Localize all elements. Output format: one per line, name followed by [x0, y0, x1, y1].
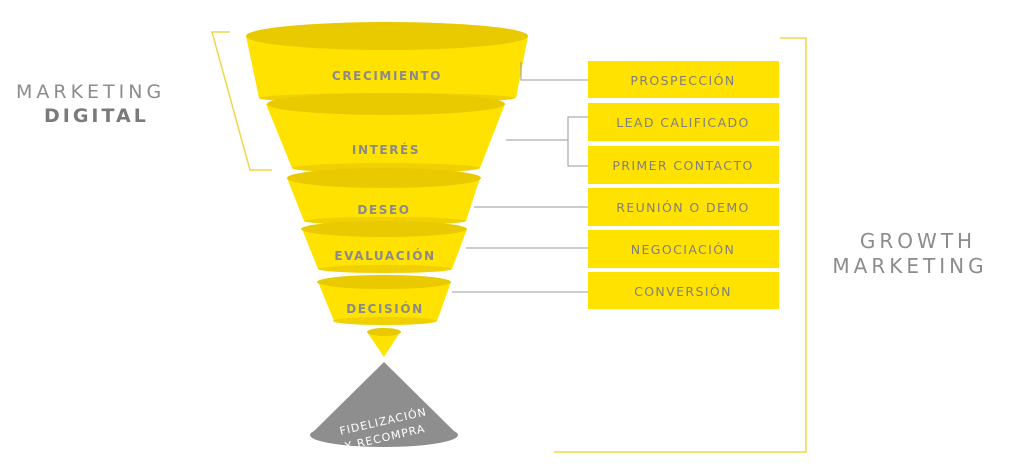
funnel-layer-evaluacion: EVALUACIÓN	[301, 221, 467, 273]
funnel: CRECIMIENTO INTERÉS DESEO EVALUACIÓN	[246, 22, 528, 357]
stage-box-negociacion: NEGOCIACIÓN	[588, 230, 779, 268]
stage-label-lead-calificado: LEAD CALIFICADO	[616, 115, 750, 130]
funnel-layer-crecimiento: CRECIMIENTO	[246, 22, 528, 103]
funnel-label-evaluacion: EVALUACIÓN	[334, 248, 435, 263]
stage-label-reunion-demo: REUNIÓN O DEMO	[616, 200, 750, 215]
marketing-digital-bracket	[211, 31, 272, 171]
growth-marketing-title-line1: GROWTH	[860, 229, 976, 253]
sales-stages: PROSPECCIÓN LEAD CALIFICADO PRIMER CONTA…	[588, 61, 779, 309]
stage-box-prospeccion: PROSPECCIÓN	[588, 61, 779, 98]
marketing-digital-title-line2: DIGITAL	[44, 105, 149, 127]
funnel-label-decision: DECISIÓN	[346, 301, 424, 316]
stage-box-reunion-demo: REUNIÓN O DEMO	[588, 188, 779, 226]
growth-marketing-bracket	[554, 37, 807, 453]
stage-box-primer-contacto: PRIMER CONTACTO	[588, 146, 779, 184]
stage-box-conversion: CONVERSIÓN	[588, 272, 779, 309]
connector-interes-split	[567, 116, 588, 167]
stage-box-lead-calificado: LEAD CALIFICADO	[588, 103, 779, 141]
marketing-digital-title-line1: MARKETING	[16, 81, 165, 103]
funnel-layer-interes: INTERÉS	[266, 93, 505, 173]
funnel-spout	[367, 328, 401, 357]
funnel-label-deseo: DESEO	[357, 203, 410, 217]
funnel-label-crecimiento: CRECIMIENTO	[332, 69, 442, 83]
growth-marketing-title-line2: MARKETING	[832, 254, 987, 278]
funnel-label-interes: INTERÉS	[352, 142, 420, 157]
connectors	[452, 62, 588, 293]
stage-label-primer-contacto: PRIMER CONTACTO	[612, 158, 753, 173]
stage-label-conversion: CONVERSIÓN	[634, 284, 732, 299]
funnel-layer-deseo: DESEO	[287, 168, 481, 225]
stage-label-negociacion: NEGOCIACIÓN	[631, 242, 736, 257]
connector-prospeccion	[520, 62, 588, 81]
retention-cone: FIDELIZACIÓN Y RECOMPRA	[310, 362, 458, 453]
stage-label-prospeccion: PROSPECCIÓN	[630, 73, 735, 88]
funnel-layer-decision: DECISIÓN	[317, 275, 451, 325]
